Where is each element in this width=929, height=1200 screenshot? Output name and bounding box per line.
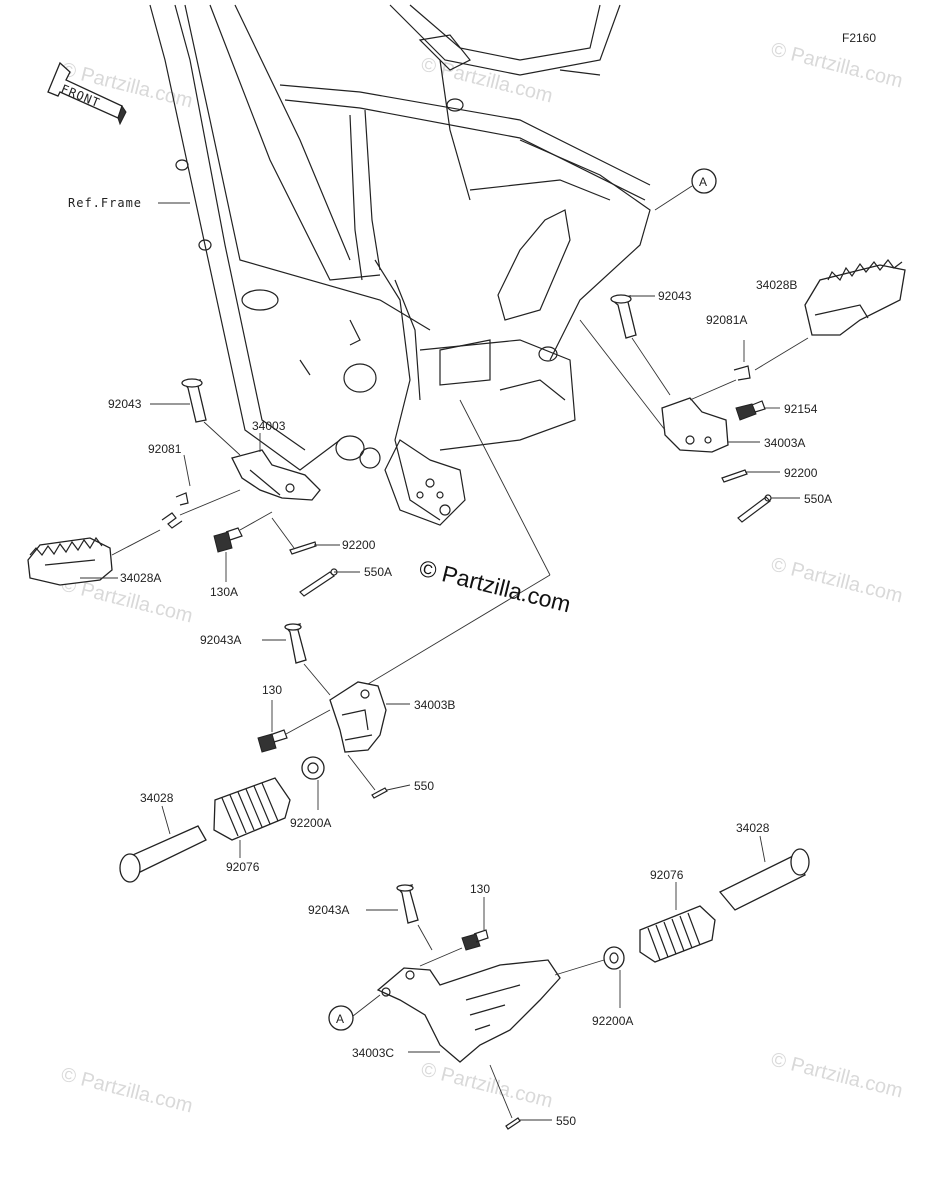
label-130-mid: 130: [262, 683, 282, 697]
watermark: © Partzilla.com: [59, 1064, 195, 1118]
callout-a-bottom-letter: A: [336, 1012, 344, 1026]
ref-frame-label: Ref.Frame: [68, 196, 142, 210]
label-92200a-left: 92200A: [290, 816, 331, 830]
left-footpeg-group: [27, 378, 360, 597]
label-92043-right: 92043: [658, 289, 692, 303]
label-92043-left: 92043: [108, 397, 142, 411]
label-34003c: 34003C: [352, 1046, 394, 1060]
callout-a-top: [691, 168, 717, 194]
connector-line: [459, 399, 551, 576]
label-130a: 130A: [210, 585, 238, 599]
label-92081a: 92081A: [706, 313, 747, 327]
label-550a-right: 550A: [804, 492, 832, 506]
label-92154: 92154: [784, 402, 818, 416]
lower-bracket-group: [352, 835, 810, 1130]
connector-line: [357, 574, 551, 691]
label-34003b: 34003B: [414, 698, 455, 712]
watermark: © Partzilla.com: [769, 39, 905, 93]
label-130-low: 130: [470, 882, 490, 896]
label-550-mid: 550: [414, 779, 434, 793]
label-34003a: 34003A: [764, 436, 805, 450]
frame-drawing: [149, 4, 651, 526]
middle-bracket-group: [119, 623, 411, 883]
label-34028-left: 34028: [140, 791, 174, 805]
watermark: © Partzilla.com: [419, 1059, 555, 1113]
label-34003: 34003: [252, 419, 286, 433]
watermark: © Partzilla.com: [769, 1049, 905, 1103]
label-92200a-right: 92200A: [592, 1014, 633, 1028]
label-92081: 92081: [148, 442, 182, 456]
label-550a-left: 550A: [364, 565, 392, 579]
label-92043a-mid: 92043A: [200, 633, 241, 647]
watermark: © Partzilla.com: [419, 54, 555, 108]
label-550-low: 550: [556, 1114, 576, 1128]
watermark: © Partzilla.com: [769, 554, 905, 608]
part-labels: 92043 92081 34003 34028A 130A 92200 550A…: [108, 278, 832, 1128]
label-92200-right: 92200: [784, 466, 818, 480]
callout-a-top-letter: A: [699, 175, 707, 189]
label-34028a: 34028A: [120, 571, 161, 585]
callout-a-bottom: [328, 1005, 354, 1031]
callout-a-top-leader: [654, 185, 693, 211]
label-92076-left: 92076: [226, 860, 260, 874]
right-footpeg-group: [579, 259, 906, 523]
label-92200-left: 92200: [342, 538, 376, 552]
label-92043a-low: 92043A: [308, 903, 349, 917]
label-34028b: 34028B: [756, 278, 797, 292]
label-92076-right: 92076: [650, 868, 684, 882]
figure-code: F2160: [842, 31, 876, 45]
label-34028-right: 34028: [736, 821, 770, 835]
